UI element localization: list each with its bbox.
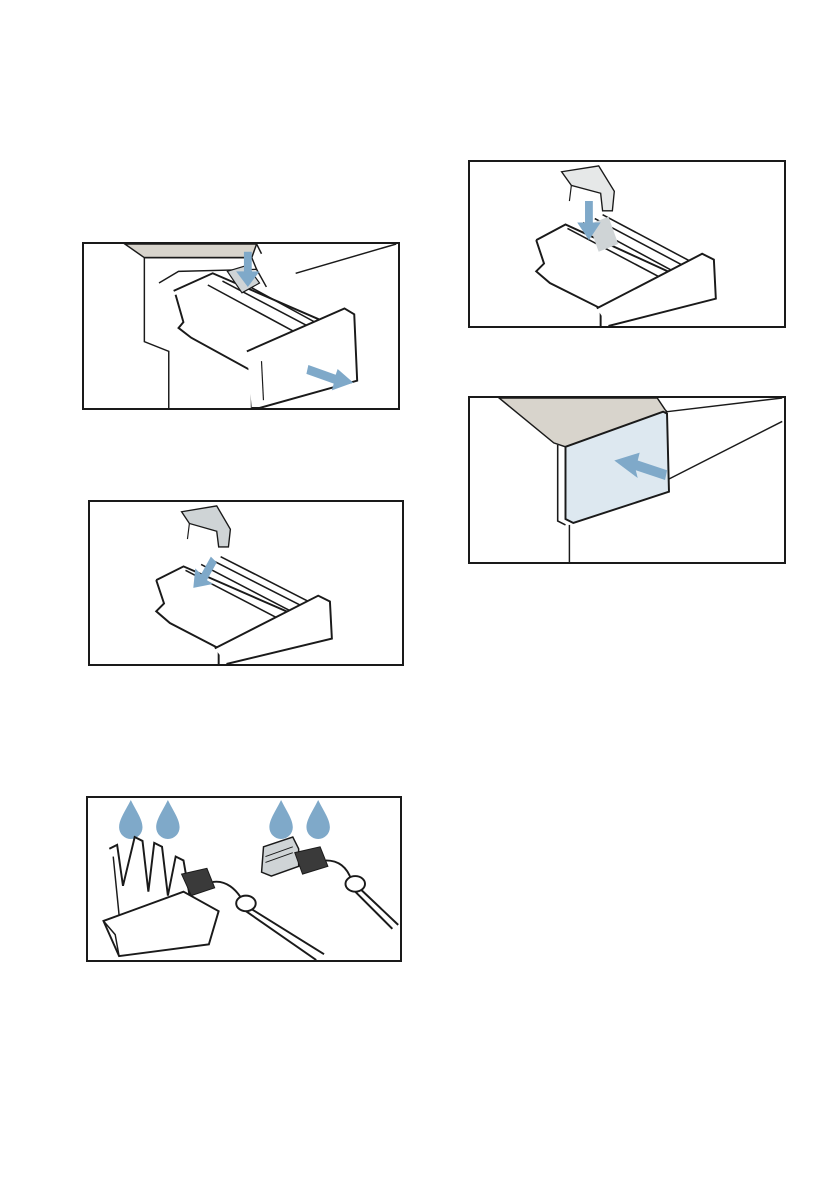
illustration-push-drawer-in: [470, 398, 784, 562]
figure-push-drawer-in: [468, 396, 786, 564]
insert: [262, 837, 299, 876]
lift-arrow-icon: [193, 557, 216, 588]
illustration-remove-insert: [90, 502, 402, 664]
machine-top: [125, 244, 257, 258]
illustration-pull-out-drawer: [84, 244, 398, 408]
figure-reinsert-insert: [468, 160, 786, 328]
figure-remove-insert: [88, 500, 404, 666]
brush-bristles: [295, 847, 328, 874]
figure-pull-out-drawer: [82, 242, 400, 410]
illustration-clean-with-brush: [88, 798, 400, 960]
water-drop-icon: [156, 800, 179, 839]
water-drop-icon: [306, 800, 329, 839]
illustration-reinsert-insert: [470, 162, 784, 326]
figure-clean-with-brush: [86, 796, 402, 962]
water-drop-icon: [269, 800, 292, 839]
drawer-front: [597, 254, 716, 326]
water-drop-icon: [119, 800, 142, 839]
drawer-front: [103, 892, 218, 956]
